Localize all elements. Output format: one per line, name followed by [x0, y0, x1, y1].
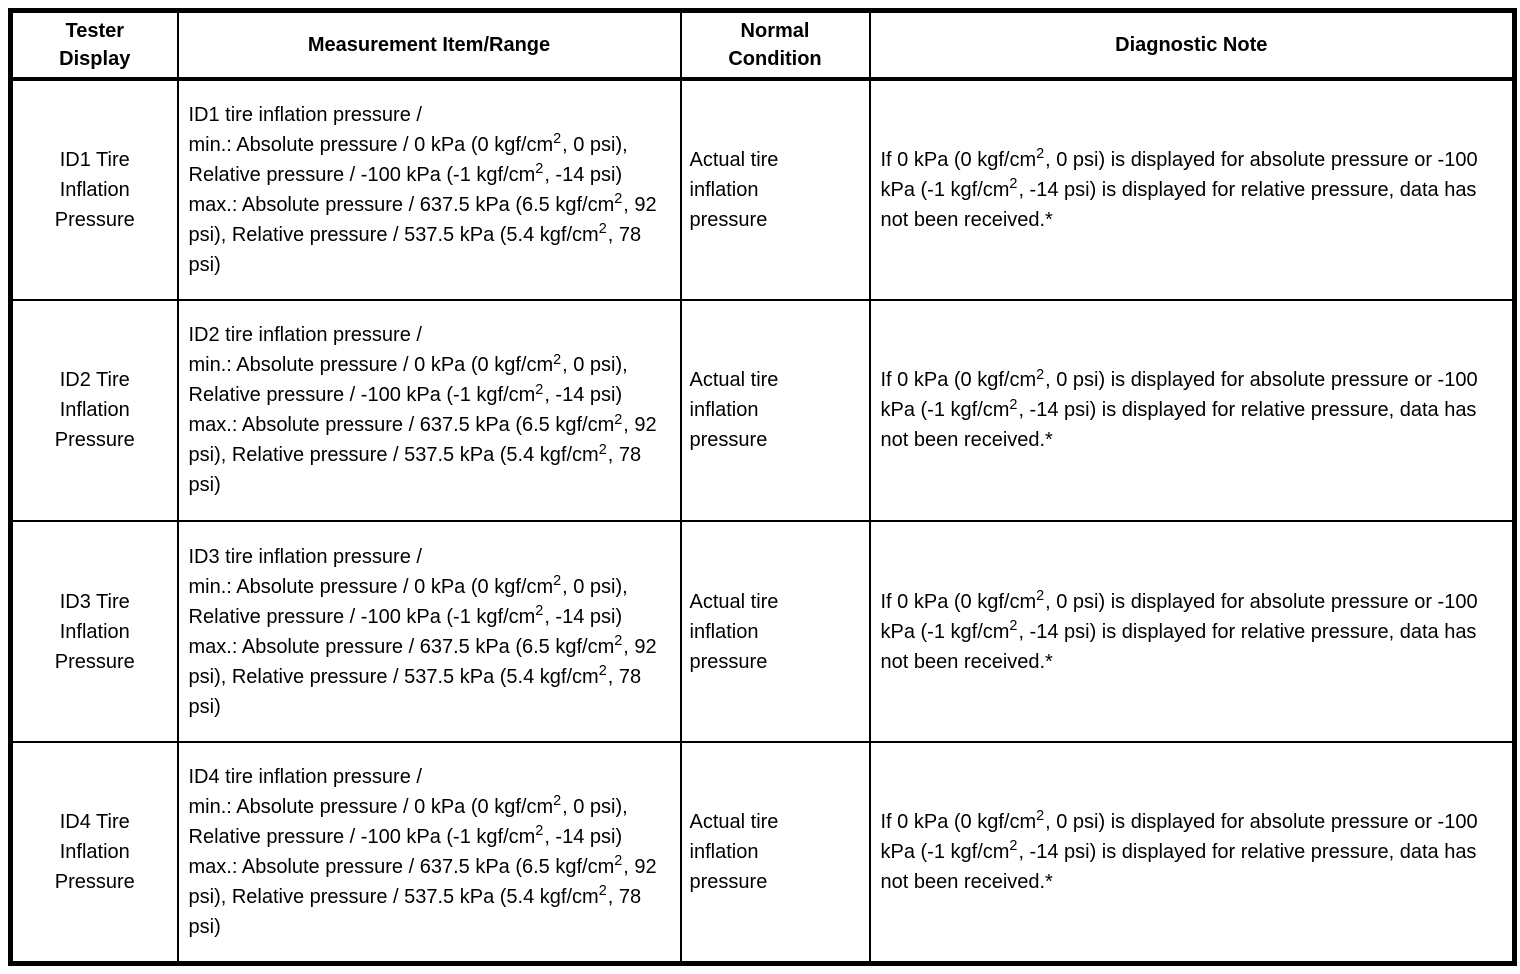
- cell-measurement-range: ID4 tire inflation pressure /min.: Absol…: [176, 741, 682, 965]
- cell-diagnostic-note: If 0 kPa (0 kgf/cm2, 0 psi) is displayed…: [868, 77, 1516, 301]
- cell-measurement-range: ID2 tire inflation pressure /min.: Absol…: [176, 298, 682, 523]
- cell-measurement-range: ID1 tire inflation pressure /min.: Absol…: [176, 77, 682, 301]
- header-measurement-item-range: Measurement Item/Range: [176, 9, 682, 81]
- cell-measurement-range: ID3 tire inflation pressure /min.: Absol…: [176, 519, 682, 744]
- header-diagnostic-note: Diagnostic Note: [868, 9, 1516, 81]
- cell-diagnostic-note: If 0 kPa (0 kgf/cm2, 0 psi) is displayed…: [868, 741, 1516, 965]
- cell-diagnostic-note: If 0 kPa (0 kgf/cm2, 0 psi) is displayed…: [868, 298, 1516, 523]
- cell-diagnostic-note: If 0 kPa (0 kgf/cm2, 0 psi) is displayed…: [868, 519, 1516, 744]
